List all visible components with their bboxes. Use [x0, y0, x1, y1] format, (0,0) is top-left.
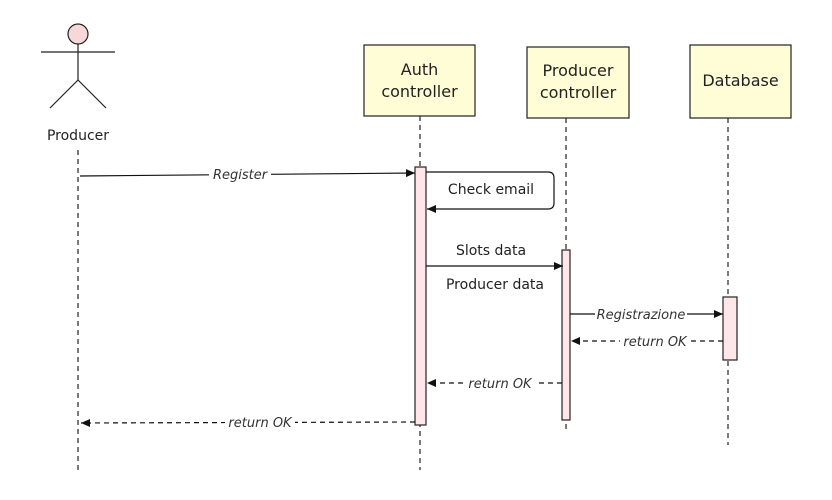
participant-label-line1: Producer [543, 61, 614, 80]
label-background [225, 413, 295, 431]
activation-auth-controller [414, 166, 427, 426]
participant-label: Database [702, 71, 778, 90]
message-label: Check email [448, 182, 534, 198]
actor-right-leg [77, 79, 107, 109]
message-label: Registrazione [597, 308, 686, 323]
message-register: Register [79, 165, 416, 183]
return-label: return OK [468, 377, 533, 392]
label-background [465, 374, 535, 392]
actor-producer: Producer [41, 23, 115, 144]
return-producer-controller-to-auth: return OK [427, 374, 562, 392]
actor-head [67, 23, 89, 45]
return-auth-to-producer: return OK [80, 413, 416, 431]
label-background [209, 165, 271, 183]
message-slots-producer-data: Slots data Producer data [426, 243, 563, 293]
label-background [595, 305, 687, 323]
participant-database: Database [689, 44, 792, 119]
participant-auth-controller: Auth controller [363, 44, 476, 117]
message-registrazione: Registrazione [570, 305, 723, 323]
activation-producer-controller [561, 249, 571, 421]
participant-box [363, 44, 476, 117]
actor-left-leg [49, 79, 79, 109]
activation-database [722, 296, 738, 361]
message-label-top: Slots data [456, 243, 526, 259]
message-label-bottom: Producer data [446, 277, 544, 293]
actor-label: Producer [47, 128, 109, 144]
return-label: return OK [623, 335, 688, 350]
self-message-arrow [426, 171, 555, 213]
participant-producer-controller: Producer controller [526, 46, 630, 119]
participant-box [689, 44, 792, 119]
message-check-email: Check email [426, 171, 555, 213]
return-label: return OK [228, 416, 293, 431]
participant-label-line2: controller [381, 82, 458, 101]
return-arrow [80, 418, 416, 427]
participant-label-line2: controller [540, 83, 617, 102]
participant-box [526, 46, 630, 119]
participant-label-line1: Auth [401, 60, 439, 79]
message-label: Register [213, 168, 269, 183]
return-database-to-producer-controller: return OK [571, 332, 723, 350]
label-background [620, 332, 690, 350]
